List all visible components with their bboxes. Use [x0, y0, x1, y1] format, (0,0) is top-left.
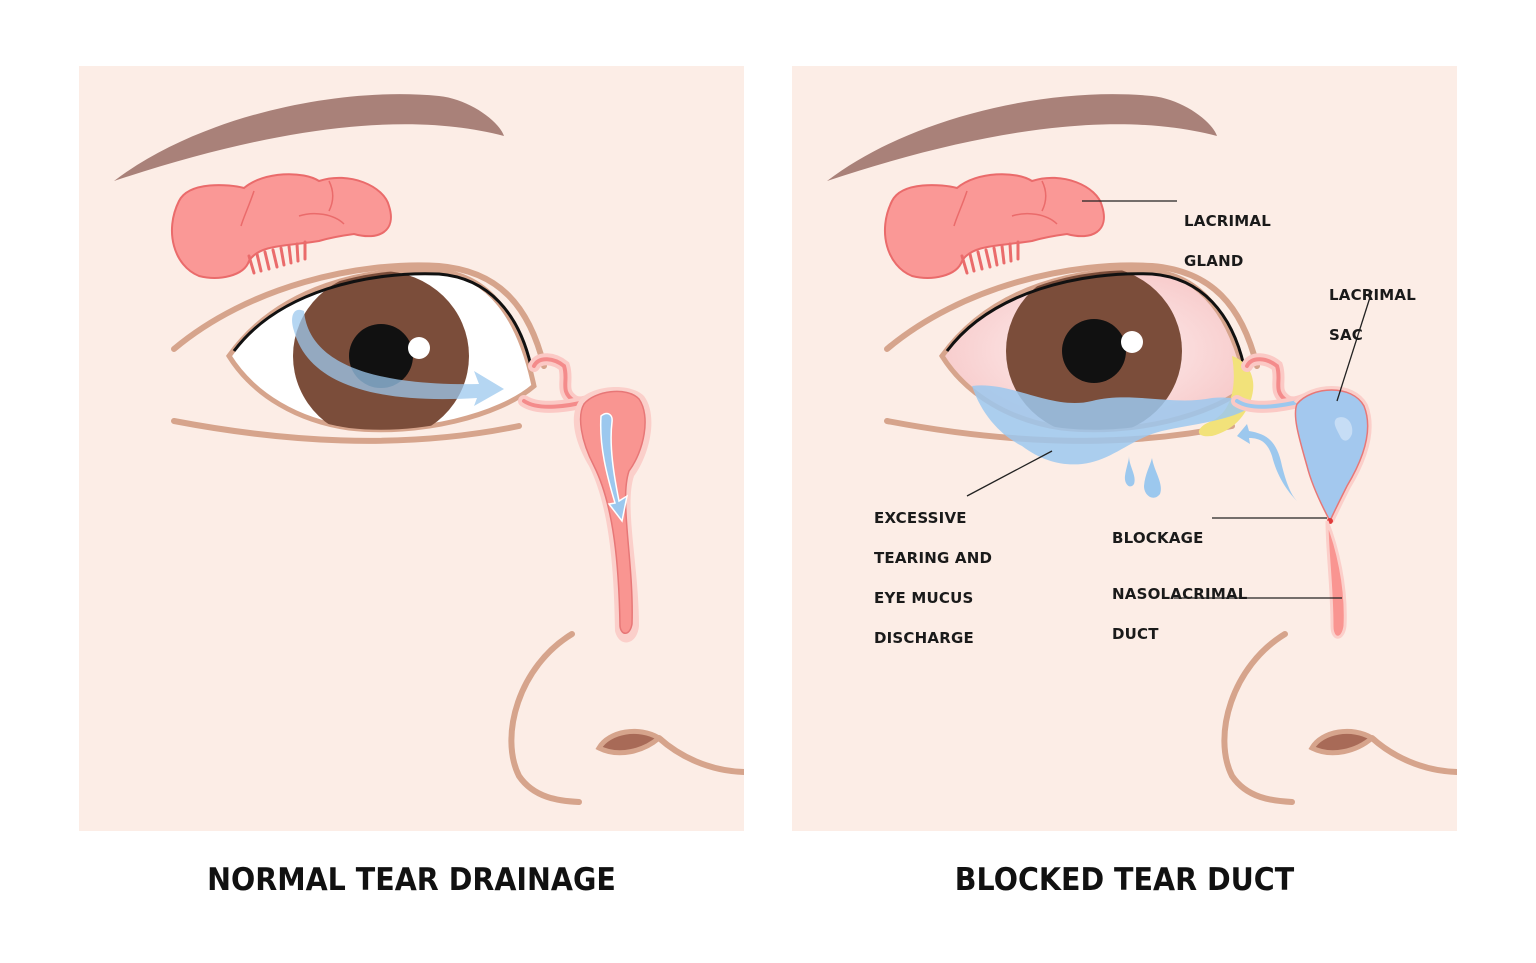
upper-eyelid-crease: [171, 262, 547, 369]
tear-flow-arrow: [292, 309, 504, 406]
nostril: [595, 728, 664, 756]
lacrimal-gland: [883, 173, 1105, 279]
pupil-highlight: [408, 337, 430, 359]
nasolacrimal-duct: [1325, 520, 1347, 639]
lacrimal-sac-swollen: [1294, 389, 1369, 523]
sac-highlight: [1334, 417, 1353, 441]
blocked-eye-illustration: [827, 94, 1457, 805]
label-excessive-tearing: EXCESSIVE TEARING AND EYE MUCUS DISCHARG…: [874, 509, 993, 647]
leader-lacrimal-sac: [1336, 290, 1373, 402]
excessive-tears: [972, 385, 1252, 465]
normal-eye-illustration: [114, 94, 744, 805]
lower-eyelid-crease: [171, 418, 522, 444]
nose-wing: [656, 735, 744, 775]
duct-flow-arrow: [599, 412, 629, 523]
caption-normal-tear-drainage: NORMAL TEAR DRAINAGE: [207, 862, 616, 898]
lacrimal-sac-duct: [579, 390, 646, 634]
blocked-duct-panel: LACRIMAL GLAND LACRIMAL SAC EXCESSIVE TE…: [792, 66, 1457, 831]
nose-bridge: [508, 631, 582, 805]
eyebrow: [827, 94, 1217, 181]
pupil: [1062, 319, 1126, 383]
tear-drop: [1144, 458, 1161, 498]
caption-blocked-tear-duct: BLOCKED TEAR DUCT: [954, 862, 1295, 898]
pupil-highlight: [1121, 331, 1143, 353]
backflow-arrow: [1237, 424, 1297, 501]
label-lacrimal-sac: LACRIMAL SAC: [1329, 286, 1417, 344]
normal-drainage-panel: [79, 66, 744, 831]
pupil: [349, 324, 413, 388]
eye-mucus: [1198, 356, 1254, 437]
label-blockage: BLOCKAGE: [1112, 529, 1204, 547]
eyebrow: [114, 94, 504, 181]
leader-excessive-tearing: [966, 450, 1053, 497]
lacrimal-gland: [170, 173, 392, 279]
label-lacrimal-gland: LACRIMAL GLAND: [1184, 212, 1272, 270]
tear-drop: [1124, 456, 1135, 487]
label-nasolacrimal-duct: NASOLACRIMAL DUCT: [1112, 585, 1248, 643]
